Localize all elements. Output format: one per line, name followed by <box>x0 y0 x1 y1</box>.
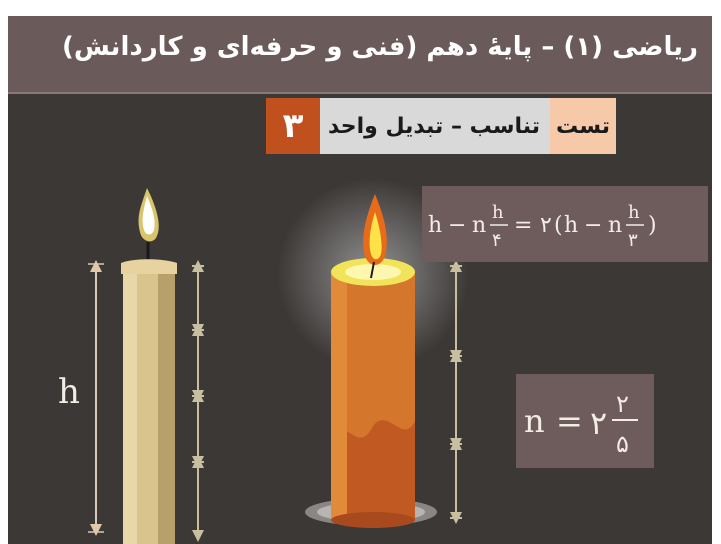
answer-formula: n = ۲ ۲ ۵ <box>524 390 638 458</box>
eq-close-paren: ) <box>648 213 657 238</box>
eq-frac2-den: ۳ <box>628 230 638 251</box>
ans-equals: = <box>556 402 583 440</box>
topic-title: تست تناسب – تبدیل واحد <box>320 98 616 154</box>
ans-whole: ۲ <box>590 404 607 442</box>
ans-den: ۵ <box>616 430 629 458</box>
eq-h1: h <box>428 213 442 238</box>
eq-n2: n <box>608 213 622 238</box>
eq-open-paren: ( <box>554 213 563 238</box>
ans-num: ۲ <box>616 390 629 418</box>
topic-tag: تست <box>550 98 616 154</box>
equation-formula: h − n h ۴ = ۲ ( h − n h ۳ ) <box>428 202 657 251</box>
topic-subject: تناسب – تبدیل واحد <box>328 113 541 139</box>
quarter-segments <box>192 260 204 542</box>
eq-frac1-num: h <box>492 202 504 223</box>
candles-illustration <box>88 178 469 544</box>
ans-n: n <box>524 402 545 440</box>
page-title: ریاضی (۱) – پایهٔ دهم (فنی و حرفه‌ای و ک… <box>62 32 698 62</box>
eq-equals: = <box>514 213 532 238</box>
slide-frame: ریاضی (۱) – پایهٔ دهم (فنی و حرفه‌ای و ک… <box>8 16 712 544</box>
eq-minus2: − <box>584 213 602 238</box>
equation-box: h − n h ۴ = ۲ ( h − n h ۳ ) <box>422 186 708 262</box>
height-label: h <box>58 372 80 412</box>
eq-coef: ۲ <box>540 213 552 238</box>
header-bar: ریاضی (۱) – پایهٔ دهم (فنی و حرفه‌ای و ک… <box>8 16 712 94</box>
answer-box: n = ۲ ۲ ۵ <box>516 374 654 468</box>
eq-minus1: − <box>448 213 466 238</box>
topic-number: ۳ <box>266 98 320 154</box>
third-segments <box>450 260 462 524</box>
tall-candle <box>121 188 177 544</box>
eq-frac1-den: ۴ <box>492 230 502 251</box>
eq-h2: h <box>564 213 578 238</box>
eq-n1: n <box>472 213 486 238</box>
wide-candle <box>277 178 469 528</box>
topic-banner: ۳ تست تناسب – تبدیل واحد <box>266 98 616 154</box>
eq-frac2-num: h <box>628 202 640 223</box>
